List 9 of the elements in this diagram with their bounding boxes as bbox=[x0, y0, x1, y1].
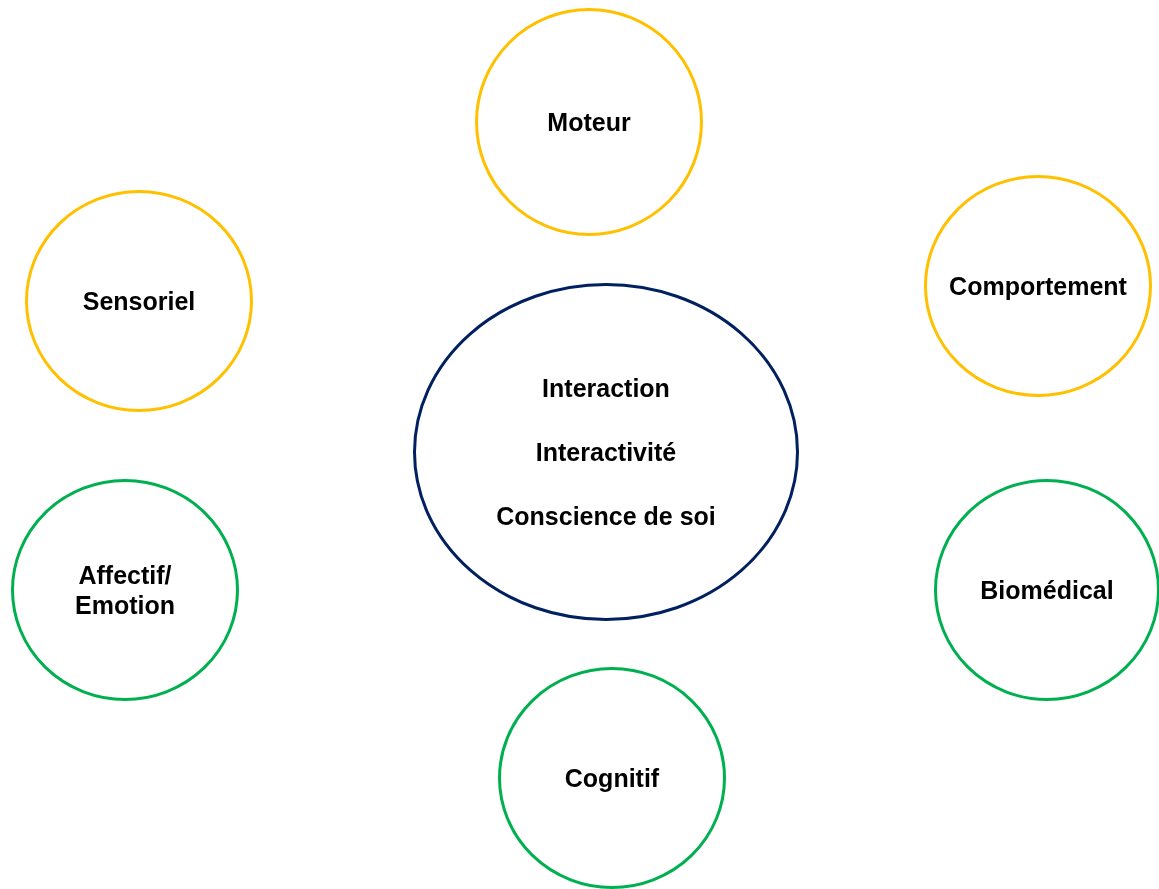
node-label: Cognitif bbox=[564, 763, 660, 793]
node-label: Interactivité bbox=[535, 437, 677, 467]
node-label: Moteur bbox=[547, 107, 631, 137]
node-label: Interaction bbox=[542, 373, 670, 403]
node-label: Comportement bbox=[949, 271, 1127, 301]
node-label: Sensoriel bbox=[82, 286, 196, 316]
node-label: Affectif/ Emotion bbox=[74, 560, 176, 620]
node-label: Biomédical bbox=[980, 575, 1114, 605]
node-label: Conscience de soi bbox=[496, 501, 716, 531]
